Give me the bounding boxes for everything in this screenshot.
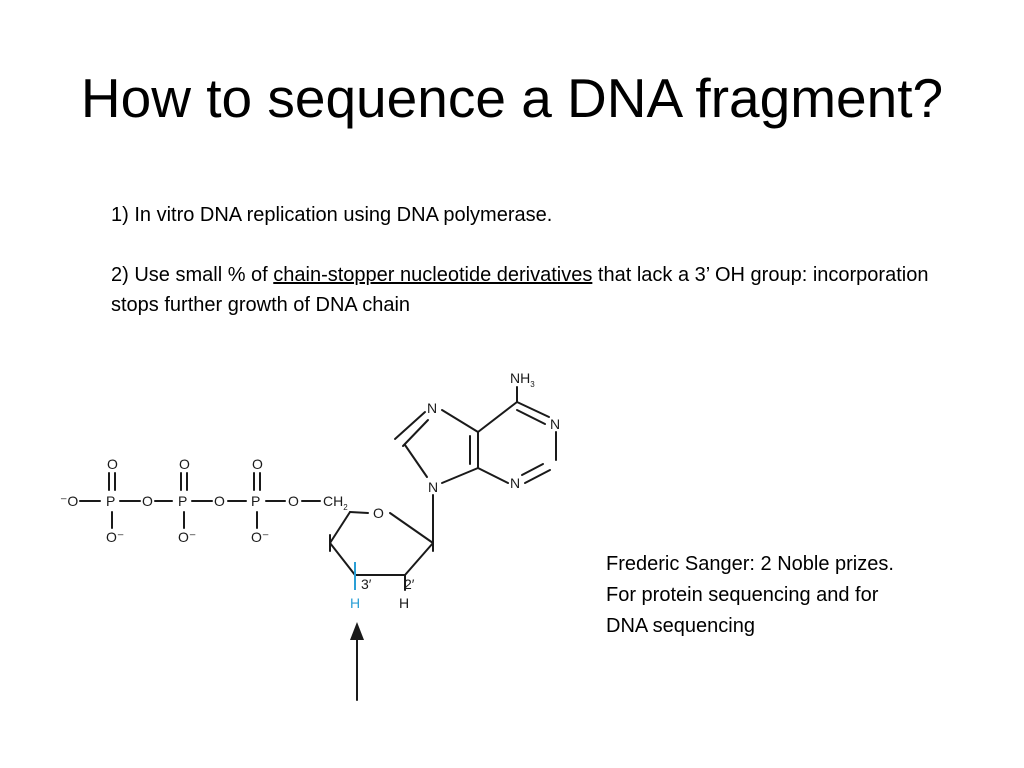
dideoxy-atp-structure: ⁻O P P P O O O O⁻ O⁻ O⁻ O O O CH2 O N N … (60, 370, 560, 701)
label-3-prime: 3′ (361, 576, 372, 592)
atom-o-minus-terminal: ⁻O (60, 493, 78, 509)
bullet-list: 1) In vitro DNA replication using DNA po… (111, 200, 971, 320)
atom-ch2: CH2 (323, 493, 348, 512)
sanger-note: Frederic Sanger: 2 Noble prizes. For pro… (606, 549, 1006, 642)
atom-p3: P (251, 493, 260, 509)
atom-o-minus-bottom2: O⁻ (178, 529, 196, 545)
note-line-1: Frederic Sanger: 2 Noble prizes. (606, 553, 894, 575)
note-line-2: For protein sequencing and for (606, 584, 879, 606)
atom-p2: P (178, 493, 187, 509)
bullet-2: 2) Use small % of chain-stopper nucleoti… (111, 260, 971, 320)
atom-o-bridge1: O (142, 493, 153, 509)
atom-h-3-prime: H (350, 595, 360, 611)
atom-o-minus-bottom1: O⁻ (106, 529, 124, 545)
atom-ring-oxygen: O (373, 505, 384, 521)
atom-p1: P (106, 493, 115, 509)
atom-h-2-prime: H (399, 595, 409, 611)
bullet-2-prefix: 2) Use small % of (111, 264, 274, 286)
slide-title: How to sequence a DNA fragment? (80, 67, 944, 129)
atom-n9: N (428, 479, 438, 495)
bonds (79, 386, 557, 701)
arrow-head-icon (350, 622, 364, 640)
atom-n7: N (427, 400, 437, 416)
atom-labels: ⁻O P P P O O O O⁻ O⁻ O⁻ O O O CH2 O N N … (60, 370, 560, 611)
label-2-prime: 2′ (404, 576, 415, 592)
bullet-2-suffix: that lack a 3’ OH group: incorporation s… (111, 264, 929, 316)
atom-o-top3: O (252, 456, 263, 472)
atom-o-minus-bottom3: O⁻ (251, 529, 269, 545)
atom-o-top1: O (107, 456, 118, 472)
bullet-1: 1) In vitro DNA replication using DNA po… (111, 204, 553, 226)
bullet-gap (111, 230, 971, 260)
atom-n1: N (550, 416, 560, 432)
atom-o-bridge2: O (214, 493, 225, 509)
bullet-2-underlined-term: chain-stopper nucleotide derivatives (273, 264, 593, 286)
atom-nh3: NH3 (510, 370, 535, 389)
atom-n3: N (510, 475, 520, 491)
atom-o-bridge3: O (288, 493, 299, 509)
note-line-3: DNA sequencing (606, 615, 755, 637)
atom-o-top2: O (179, 456, 190, 472)
